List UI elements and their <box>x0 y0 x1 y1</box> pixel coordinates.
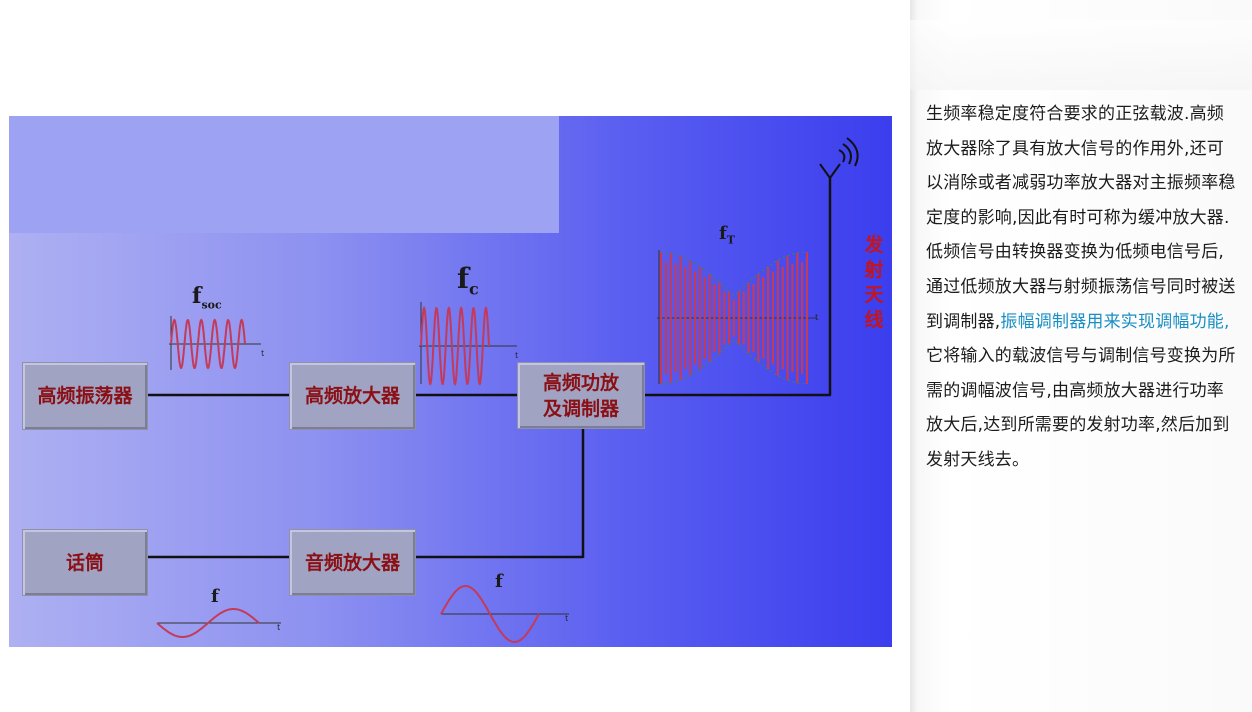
waveform-fc <box>419 302 517 387</box>
antenna-label: 发 射 天 线 <box>864 234 884 331</box>
text-panel-shade <box>910 20 1252 90</box>
t-label-3: t <box>815 313 819 322</box>
text-panel: 生频率稳定度符合要求的正弦载波.高频放大器除了具有放大信号的作用外,还可以消除或… <box>926 97 1240 492</box>
t-label-1: t <box>261 349 265 358</box>
label-fT: fT <box>719 223 735 247</box>
waveform-fsoc <box>169 316 261 370</box>
text-panel-body-1: 生频率稳定度符合要求的正弦载波.高频放大器除了具有放大信号的作用外,还可以消除或… <box>926 104 1236 332</box>
diagram-graphics: t t t t t <box>147 137 859 643</box>
block-rf-amplifier: 高频放大器 <box>289 362 416 430</box>
text-panel-highlight-link[interactable]: 振幅调制器用来实现调幅功能, <box>1000 311 1230 332</box>
block-power-amp-modulator: 高频功放 及调制器 <box>517 362 645 429</box>
transmitter-diagram-slide: t t t t t fsoc fc fT f f 高频振荡器 高频放大器 高频功… <box>9 116 892 647</box>
block-oscillator: 高频振荡器 <box>22 362 148 430</box>
block-audio-amplifier: 音频放大器 <box>289 529 416 596</box>
waveform-audio-2 <box>440 585 569 643</box>
t-label-4: t <box>277 623 281 632</box>
block-microphone: 话筒 <box>22 529 148 596</box>
label-f-audio-1: f <box>211 586 219 607</box>
antenna-icon <box>819 137 859 179</box>
connection-lines <box>147 176 832 559</box>
text-panel-background <box>910 0 1252 712</box>
label-f-audio-2: f <box>495 571 503 592</box>
waveform-audio-1 <box>156 608 281 638</box>
waveform-fT <box>657 250 817 385</box>
slide-highlight-panel <box>9 116 559 233</box>
t-label-2: t <box>515 351 519 360</box>
label-fsoc: fsoc <box>192 283 222 312</box>
text-panel-body-2: 它将输入的载波信号与调制信号变换为所需的调幅波信号,由高频放大器进行功率放大后,… <box>926 346 1236 470</box>
t-label-5: t <box>565 614 569 623</box>
label-fc: fc <box>457 262 479 299</box>
